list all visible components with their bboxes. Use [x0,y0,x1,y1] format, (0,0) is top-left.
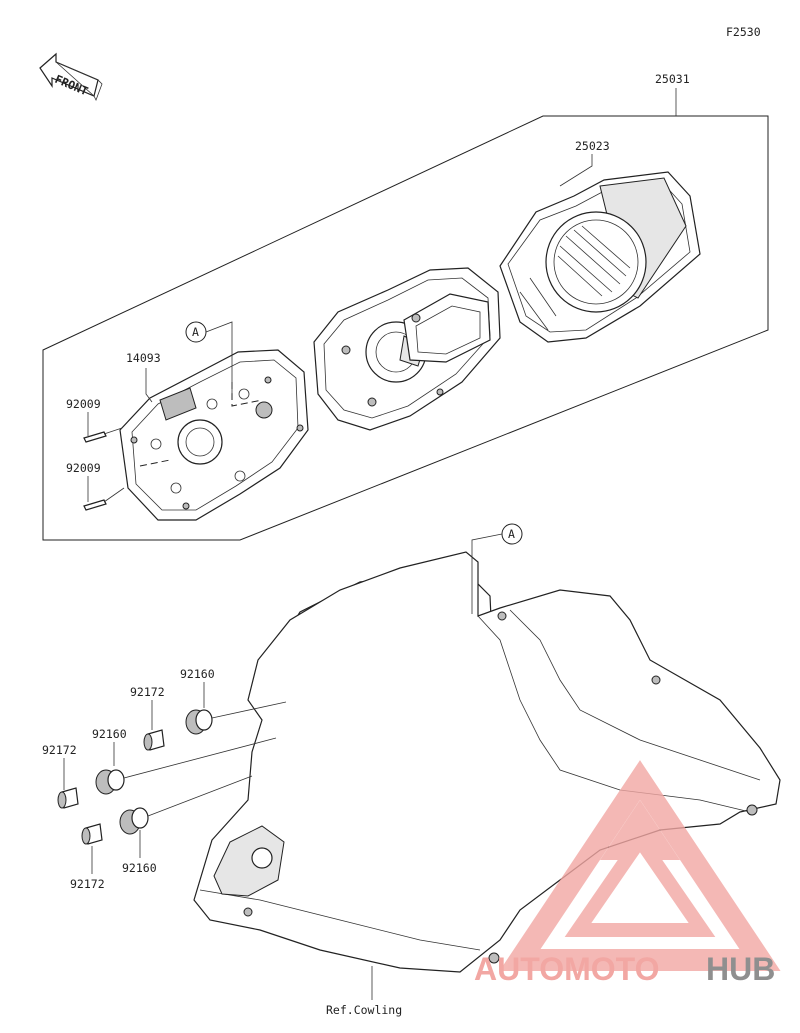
watermark-text-b: HUB [706,951,775,987]
ref-cowling-label: Ref.Cowling [326,1003,402,1017]
part-label-92172-c: 92172 [70,877,105,891]
part-label-25023: 25023 [575,139,610,153]
part-label-92172-b: 92172 [42,743,77,757]
meter-upper-cover [499,171,701,343]
collar-a-icon [143,729,165,751]
part-label-92160-a: 92160 [180,667,215,681]
part-label-14093: 14093 [126,351,161,365]
meter-assembly-frame [42,115,769,541]
meter-unit-middle [313,267,501,431]
part-label-92009-upper: 92009 [66,397,101,411]
part-label-92160-b: 92160 [92,727,127,741]
collar-c-icon [81,823,103,845]
watermark-logo [499,760,781,971]
part-label-25031: 25031 [655,72,690,86]
watermark-text-a: AUTOMOTO [474,951,659,987]
front-arrow-icon: FRONT [39,52,103,101]
reference-label-upper: A [192,325,199,339]
screw-upper-icon [83,427,123,443]
cowling-part [193,551,781,973]
grommet-c-icon [119,775,253,835]
grommet-b-icon [95,737,277,795]
reference-marker-a-lower: A [471,523,523,614]
collar-b-icon [57,787,79,809]
figure-code: F2530 [726,25,761,39]
screw-lower-icon [83,487,125,511]
meter-lower-case [119,349,309,521]
grommet-a-icon [185,701,287,735]
reference-label-lower: A [508,527,515,541]
reference-marker-a-upper: A [185,321,233,394]
part-label-92172-a: 92172 [130,685,165,699]
part-label-92009-lower: 92009 [66,461,101,475]
part-label-92160-c: 92160 [122,861,157,875]
